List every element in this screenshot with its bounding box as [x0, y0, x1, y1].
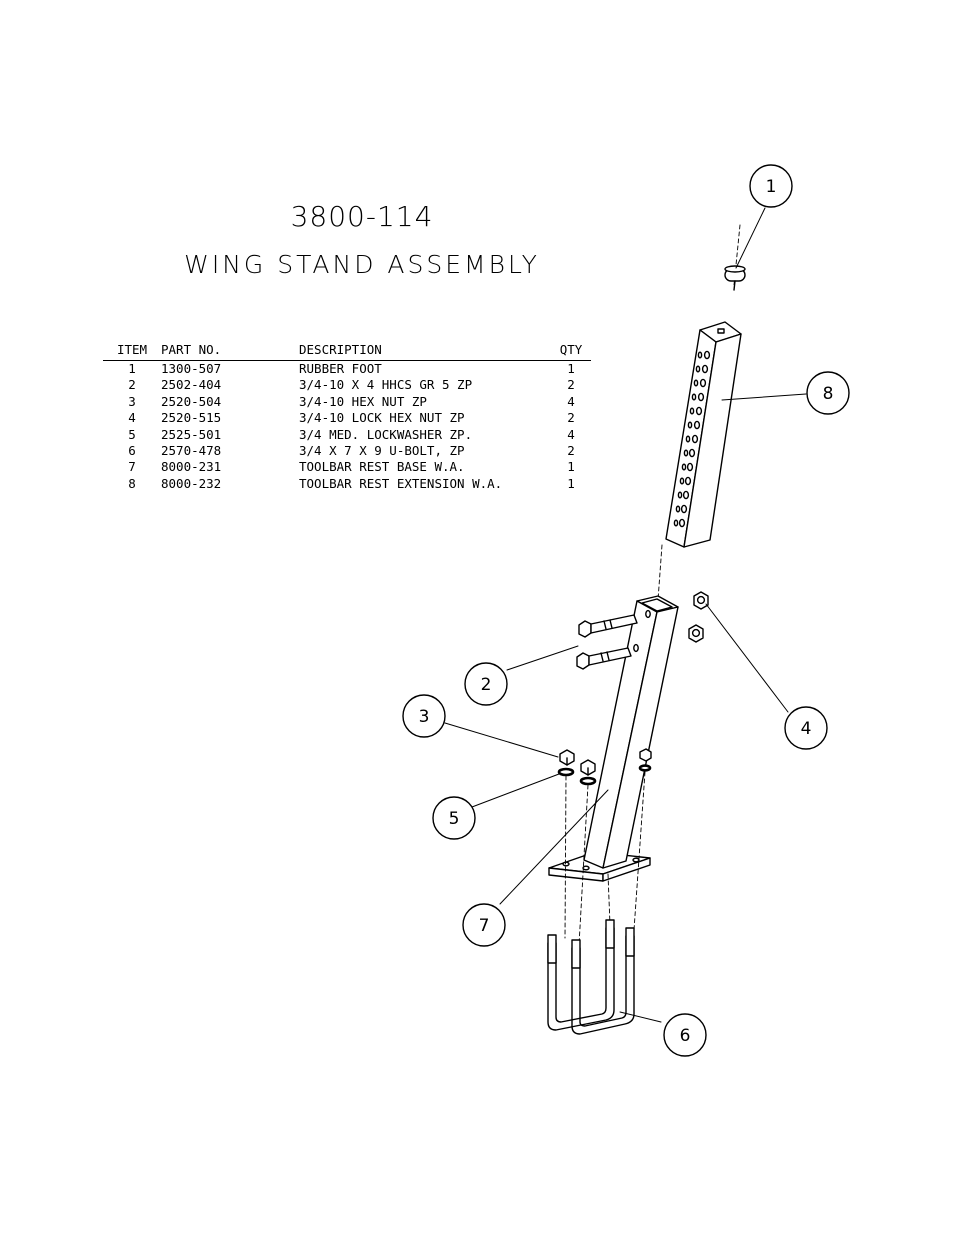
bom-qty: 2	[567, 410, 575, 426]
callout-balloon-3: 3	[402, 694, 446, 738]
bom-part: 8000-232	[161, 475, 222, 491]
bom-item: 7	[128, 459, 136, 475]
rubber-foot-part	[724, 265, 746, 291]
callout-balloon-5: 5	[432, 796, 476, 840]
bom-description: 3/4 MED. LOCKWASHER ZP.	[299, 426, 473, 442]
fastener-axis-lines	[564, 771, 646, 946]
u-bolt-part	[547, 919, 615, 1031]
bom-header-part: PART NO.	[161, 342, 299, 361]
callout-balloon-7: 7	[462, 903, 506, 947]
bom-part: 2502-404	[161, 377, 222, 393]
hex-nut-part	[639, 748, 652, 762]
bom-description: 3/4-10 X 4 HHCS GR 5 ZP	[299, 377, 473, 393]
bom-item: 3	[128, 393, 136, 409]
callout-label: 3	[419, 707, 430, 727]
bom-row: 1 1300-507 RUBBER FOOT 1	[103, 361, 591, 378]
bom-row: 4 2520-515 3/4-10 LOCK HEX NUT ZP 2	[103, 410, 591, 426]
callout-balloon-1: 1	[749, 164, 793, 208]
bom-header-description: DESCRIPTION	[299, 342, 551, 361]
bom-qty: 4	[567, 426, 575, 442]
bom-item: 6	[128, 443, 136, 459]
hex-bolt-part	[576, 647, 632, 670]
u-bolt-part	[571, 927, 635, 1035]
callout-label: 6	[680, 1026, 691, 1046]
bom-part: 8000-231	[161, 459, 222, 475]
bom-description: 3/4 X 7 X 9 U-BOLT, ZP	[299, 443, 465, 459]
bom-description: 3/4-10 LOCK HEX NUT ZP	[299, 410, 465, 426]
lockwasher-part	[557, 764, 652, 786]
hex-nut-part	[559, 749, 575, 766]
callout-balloon-8: 8	[806, 371, 850, 415]
lock-hex-nut-part	[688, 624, 704, 643]
bom-row: 3 2520-504 3/4-10 HEX NUT ZP 4	[103, 394, 591, 410]
bom-part: 1300-507	[161, 361, 222, 376]
drawing-title: WING STAND ASSEMBLY	[184, 250, 540, 279]
hex-nut-part	[580, 759, 596, 776]
bom-header-row: ITEM PART NO. DESCRIPTION QTY	[103, 342, 591, 361]
callout-label: 1	[766, 177, 777, 197]
toolbar-rest-extension-part	[665, 321, 742, 548]
bom-description: TOOLBAR REST BASE W.A.	[299, 459, 465, 475]
callout-balloon-4: 4	[784, 706, 828, 750]
assembly-axis-line	[657, 544, 663, 601]
callout-label: 7	[479, 916, 490, 936]
bom-description: 3/4-10 HEX NUT ZP	[299, 393, 427, 409]
bom-part: 2520-515	[161, 410, 222, 426]
bom-header-item: ITEM	[103, 342, 161, 361]
bom-row: 7 8000-231 TOOLBAR REST BASE W.A. 1	[103, 459, 591, 475]
bom-item: 4	[128, 410, 136, 426]
bom-item: 2	[128, 377, 136, 393]
bom-description: RUBBER FOOT	[299, 361, 382, 376]
callout-label: 5	[449, 809, 460, 829]
bom-qty: 2	[567, 377, 575, 393]
bom-qty: 1	[567, 361, 575, 376]
lock-hex-nut-part	[693, 591, 709, 610]
callout-leader-lines	[444, 207, 807, 1023]
bom-qty: 2	[567, 443, 575, 459]
bom-row: 8 8000-232 TOOLBAR REST EXTENSION W.A. 1	[103, 476, 591, 492]
bill-of-materials-table: ITEM PART NO. DESCRIPTION QTY 1 1300-507 R…	[103, 342, 591, 492]
callout-balloon-2: 2	[464, 662, 508, 706]
bom-row: 2 2502-404 3/4-10 X 4 HHCS GR 5 ZP 2	[103, 377, 591, 393]
bom-header-qty: QTY	[551, 342, 591, 361]
bom-qty: 4	[567, 393, 575, 409]
bom-item: 8	[128, 475, 136, 491]
hex-bolt-part	[578, 614, 638, 638]
callout-label: 4	[801, 719, 812, 739]
bom-part: 2570-478	[161, 443, 222, 459]
bom-row: 5 2525-501 3/4 MED. LOCKWASHER ZP. 4	[103, 427, 591, 443]
callout-balloon-6: 6	[663, 1013, 707, 1057]
bom-row: 6 2570-478 3/4 X 7 X 9 U-BOLT, ZP 2	[103, 443, 591, 459]
bom-item: 1	[128, 361, 136, 376]
callout-label: 8	[823, 384, 834, 404]
bom-part: 2525-501	[161, 426, 222, 442]
toolbar-rest-base-tube	[583, 595, 679, 869]
callout-label: 2	[481, 675, 492, 695]
bom-description: TOOLBAR REST EXTENSION W.A.	[299, 475, 503, 491]
bom-qty: 1	[567, 459, 575, 475]
bom-part: 2520-504	[161, 393, 222, 409]
drawing-part-number: 3800-114	[290, 200, 434, 233]
bom-qty: 1	[567, 475, 575, 491]
bom-item: 5	[128, 426, 136, 442]
